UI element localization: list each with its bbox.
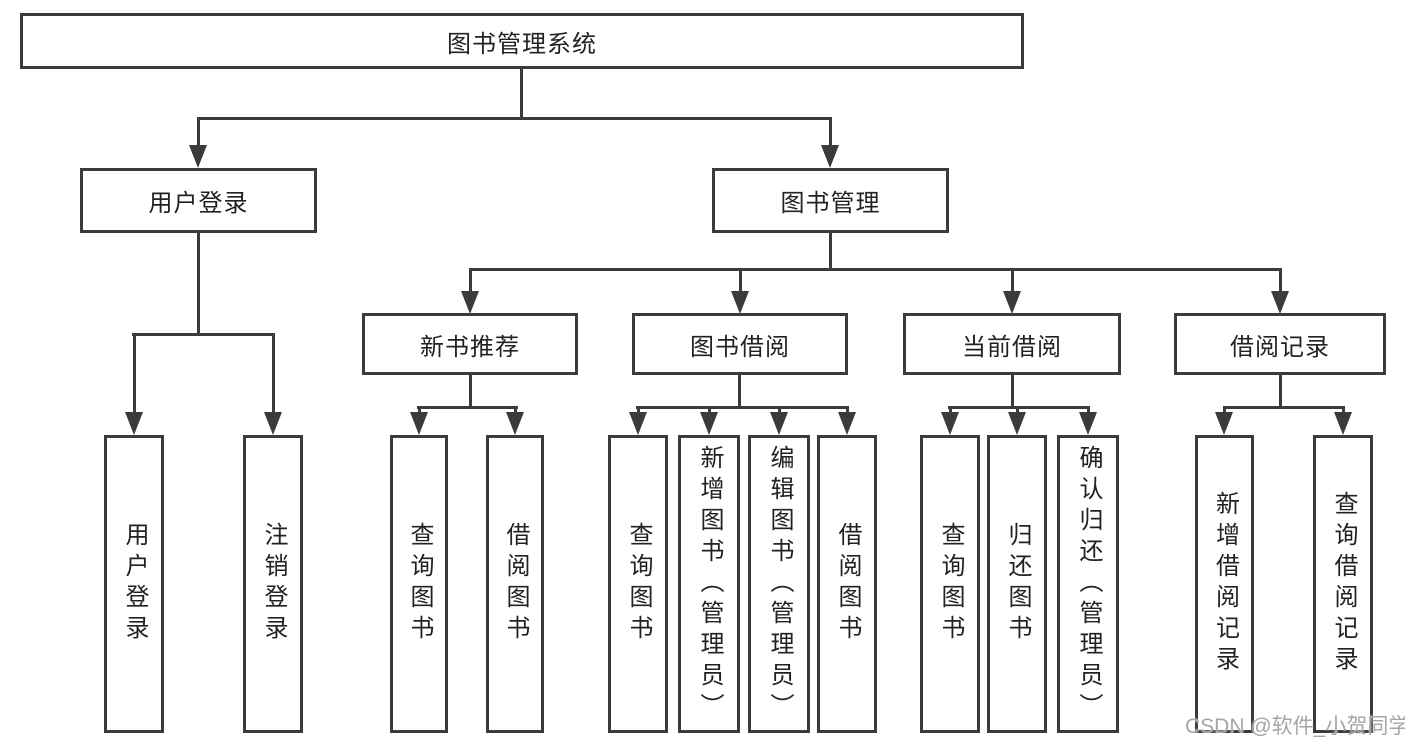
node-nbr-query-books: 查询图书 <box>390 435 448 733</box>
connector-vline <box>133 333 136 413</box>
node-cb-confirm-return: 确认归还（管理员） <box>1057 435 1119 733</box>
node-borrowing-records-label: 借阅记录 <box>1230 333 1330 361</box>
node-br-add-record-label: 新增借阅记录 <box>1211 491 1239 677</box>
connector-vline <box>1011 268 1014 293</box>
node-br-add-record: 新增借阅记录 <box>1195 435 1254 733</box>
node-book-borrowing: 图书借阅 <box>632 313 848 375</box>
connector-vline <box>829 233 832 271</box>
node-bb-borrow-books: 借阅图书 <box>817 435 877 733</box>
node-user-login-label: 用户登录 <box>121 522 148 646</box>
node-nbr-borrow-books: 借阅图书 <box>486 435 544 733</box>
node-cb-query-books-label: 查询图书 <box>937 522 964 646</box>
node-book-management: 图书管理 <box>712 168 949 233</box>
node-root: 图书管理系统 <box>20 13 1024 69</box>
node-current-borrowing: 当前借阅 <box>903 313 1121 375</box>
connector-vline <box>1087 406 1090 414</box>
node-new-book-recommend: 新书推荐 <box>362 313 578 375</box>
connector-vline <box>637 406 640 414</box>
node-cb-return-books: 归还图书 <box>987 435 1047 733</box>
connector-vline <box>514 406 517 414</box>
connector-vline <box>1279 268 1282 293</box>
connector-hline <box>197 117 831 120</box>
connector-arrowhead <box>1003 291 1021 314</box>
node-nbr-borrow-books-label: 借阅图书 <box>502 522 529 646</box>
connector-arrowhead <box>941 412 959 435</box>
node-user-login-branch: 用户登录 <box>80 168 317 233</box>
connector-arrowhead <box>461 291 479 314</box>
connector-vline <box>1223 406 1226 414</box>
connector-vline <box>708 406 711 414</box>
connector-arrowhead <box>1271 291 1289 314</box>
connector-vline <box>739 268 742 293</box>
node-cb-return-books-label: 归还图书 <box>1004 522 1031 646</box>
connector-vline <box>1011 375 1014 408</box>
connector-arrowhead <box>1079 412 1097 435</box>
connector-vline <box>1342 406 1345 414</box>
connector-vline <box>197 233 200 335</box>
connector-arrowhead <box>838 412 856 435</box>
connector-hline <box>948 406 1090 409</box>
connector-vline <box>1016 406 1019 414</box>
connector-vline <box>520 69 523 119</box>
node-user-login: 用户登录 <box>104 435 164 733</box>
connector-arrowhead <box>821 145 839 168</box>
connector-arrowhead <box>770 412 788 435</box>
node-book-borrowing-label: 图书借阅 <box>690 333 790 361</box>
node-cb-query-books: 查询图书 <box>920 435 980 733</box>
node-book-management-label: 图书管理 <box>780 190 881 217</box>
connector-vline <box>829 117 832 148</box>
connector-hline <box>132 333 275 336</box>
connector-arrowhead <box>506 412 524 435</box>
connector-vline <box>469 268 472 293</box>
connector-arrowhead <box>1008 412 1026 435</box>
node-bb-edit-books-label: 编辑图书（管理员） <box>766 444 793 724</box>
connector-vline <box>469 375 472 408</box>
connector-arrowhead <box>189 145 207 168</box>
node-bb-query-books-label: 查询图书 <box>625 522 652 646</box>
watermark: CSDN @软件_小贺同学 <box>1185 715 1405 738</box>
connector-vline <box>846 406 849 414</box>
connector-arrowhead <box>1334 412 1352 435</box>
node-bb-query-books: 查询图书 <box>608 435 668 733</box>
connector-hline <box>469 268 1282 271</box>
node-logout-label: 注销登录 <box>260 522 287 646</box>
node-current-borrowing-label: 当前借阅 <box>962 333 1062 361</box>
connector-arrowhead <box>629 412 647 435</box>
connector-vline <box>197 117 200 148</box>
node-borrowing-records: 借阅记录 <box>1174 313 1386 375</box>
connector-vline <box>1279 375 1282 408</box>
node-bb-borrow-books-label: 借阅图书 <box>834 522 861 646</box>
connector-arrowhead <box>410 412 428 435</box>
connector-hline <box>417 406 518 409</box>
node-nbr-query-books-label: 查询图书 <box>406 522 433 646</box>
node-logout: 注销登录 <box>243 435 303 733</box>
connector-arrowhead <box>731 291 749 314</box>
connector-arrowhead <box>264 412 282 435</box>
node-cb-confirm-return-label: 确认归还（管理员） <box>1075 444 1102 724</box>
connector-vline <box>738 375 741 408</box>
connector-arrowhead <box>125 412 143 435</box>
connector-vline <box>778 406 781 414</box>
node-bb-edit-books: 编辑图书（管理员） <box>748 435 810 733</box>
node-root-label: 图书管理系统 <box>447 30 597 58</box>
connector-arrowhead <box>700 412 718 435</box>
connector-arrowhead <box>1215 412 1233 435</box>
connector-vline <box>272 333 275 413</box>
connector-hline <box>636 406 849 409</box>
node-br-query-record-label: 查询借阅记录 <box>1330 491 1357 677</box>
connector-vline <box>418 406 421 414</box>
node-bb-add-books-label: 新增图书（管理员） <box>696 444 723 724</box>
node-new-book-recommend-label: 新书推荐 <box>420 333 520 361</box>
node-bb-add-books: 新增图书（管理员） <box>678 435 740 733</box>
connector-hline <box>1223 406 1345 409</box>
node-br-query-record: 查询借阅记录 <box>1313 435 1373 733</box>
node-user-login-branch-label: 用户登录 <box>148 190 249 217</box>
connector-vline <box>949 406 952 414</box>
